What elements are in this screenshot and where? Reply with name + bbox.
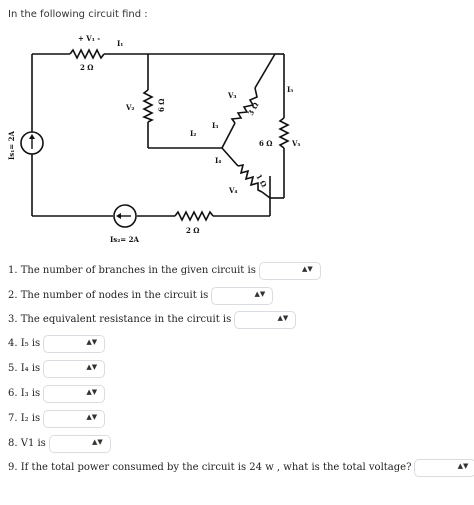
up-down-arrows-icon: ▲▼	[92, 438, 103, 446]
question-8-text: 8. V1 is	[8, 438, 46, 449]
question-5-text: 5. I₄ is	[8, 363, 41, 374]
label-i3: I₃	[212, 121, 218, 130]
question-1: 1. The number of branches in the given c…	[8, 262, 321, 280]
resistor-right	[278, 117, 290, 149]
question-6: 6. I₃ is ▲▼	[8, 385, 106, 403]
resistor-3ohm	[230, 87, 258, 124]
label-i4: I₄	[215, 156, 221, 165]
up-down-arrows-icon: ▲▼	[86, 338, 98, 346]
question-2: 2. The number of nodes in the circuit is…	[8, 287, 274, 305]
question-2-text: 2. The number of nodes in the circuit is	[8, 290, 209, 301]
question-9-text: 9. If the total power consumed by the ci…	[8, 462, 412, 473]
question-6-dropdown[interactable]: ▲▼	[43, 385, 106, 403]
question-1-dropdown[interactable]: ▲▼	[258, 262, 321, 280]
up-down-arrows-icon: ▲▼	[457, 462, 469, 470]
question-7-text: 7. I₂ is	[8, 413, 41, 424]
current-source-is2	[113, 204, 137, 228]
label-r-mid: 6 Ω	[157, 98, 166, 112]
question-6-text: 6. I₃ is	[8, 388, 41, 399]
label-v5: V₅	[291, 139, 301, 148]
question-3: 3. The equivalent resistance in the circ…	[8, 311, 297, 329]
question-5: 5. I₄ is ▲▼	[8, 360, 106, 378]
resistor-middle	[142, 89, 154, 123]
label-i5: I₅	[287, 85, 293, 94]
resistor-1ohm	[237, 163, 263, 193]
question-8-dropdown[interactable]: ▲▼	[48, 435, 111, 453]
up-down-arrows-icon: ▲▼	[86, 363, 98, 371]
question-3-text: 3. The equivalent resistance in the circ…	[8, 314, 232, 325]
label-r-6right: 6 Ω	[259, 139, 273, 148]
up-down-arrows-icon: ▲▼	[86, 413, 98, 421]
label-v4: V₄	[228, 186, 238, 195]
question-8: 8. V1 is ▲▼	[8, 435, 111, 453]
up-down-arrows-icon: ▲▼	[86, 388, 98, 396]
question-5-dropdown[interactable]: ▲▼	[43, 360, 106, 378]
label-i1: I₁	[117, 39, 123, 48]
label-v1: + V₁ -	[78, 34, 100, 43]
question-1-text: 1. The number of branches in the given c…	[8, 265, 256, 276]
resistor-bottom	[174, 210, 214, 222]
question-4-text: 4. I₅ is	[8, 338, 41, 349]
up-down-arrows-icon: ▲▼	[254, 290, 266, 298]
question-2-dropdown[interactable]: ▲▼	[211, 287, 274, 305]
label-is2: Is₂= 2A	[110, 235, 139, 244]
question-7: 7. I₂ is ▲▼	[8, 410, 106, 428]
label-i2: I₂	[190, 129, 196, 138]
question-9: 9. If the total power consumed by the ci…	[8, 459, 474, 477]
question-9-dropdown[interactable]: ▲▼	[414, 459, 474, 477]
up-down-arrows-icon: ▲▼	[277, 314, 289, 322]
circuit-diagram: + V₁ - 2 Ω I₁ Is₁= 2A V₂ 6 Ω I₂ I₃ I₄ V₃…	[7, 34, 301, 244]
question-7-dropdown[interactable]: ▲▼	[43, 410, 106, 428]
label-r-top: 2 Ω	[80, 63, 94, 72]
label-r-1ohm: 1 Ω	[254, 173, 269, 189]
question-4: 4. I₅ is ▲▼	[8, 335, 106, 353]
resistor-top	[69, 48, 105, 60]
label-v2: V₂	[125, 103, 135, 112]
label-is1: Is₁= 2A	[7, 131, 16, 160]
question-4-dropdown[interactable]: ▲▼	[43, 335, 106, 353]
up-down-arrows-icon: ▲▼	[302, 265, 313, 273]
current-source-is1	[20, 131, 44, 155]
label-v3: V₃	[227, 91, 237, 100]
label-r-bottom: 2 Ω	[186, 226, 200, 235]
question-3-dropdown[interactable]: ▲▼	[234, 311, 297, 329]
intro-text: In the following circuit find :	[8, 9, 148, 20]
label-r-3ohm: 3 Ω	[246, 101, 261, 117]
